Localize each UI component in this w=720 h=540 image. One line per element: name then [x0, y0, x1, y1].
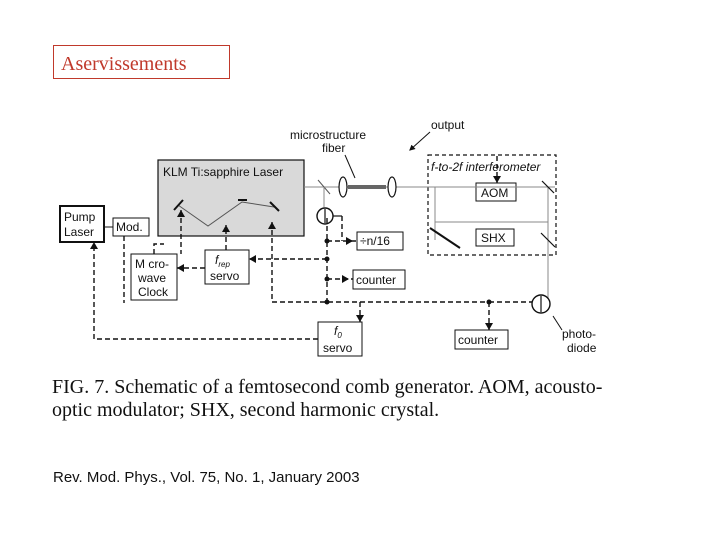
mirror	[541, 180, 555, 194]
pump-laser-label-1: Pump	[64, 210, 96, 224]
slide-title-box: Aservissements	[53, 45, 230, 79]
mod-label: Mod.	[116, 220, 143, 234]
laser-cavity-path	[177, 201, 275, 227]
signal-line	[93, 242, 318, 340]
shx-box	[475, 228, 515, 247]
mirror	[540, 232, 556, 248]
microstructure-label-2: fiber	[322, 141, 345, 155]
klm-laser-label: KLM Ti:sapphire Laser	[163, 165, 283, 179]
f0-servo-box	[317, 321, 363, 357]
output-label: output	[431, 118, 465, 132]
lens-2	[387, 176, 397, 198]
junction-dots	[324, 238, 492, 305]
lens-1	[338, 176, 348, 198]
f2f-interferometer-box	[427, 154, 557, 256]
slide-title: Aservissements	[61, 53, 187, 75]
klm-laser-box	[157, 159, 305, 237]
figure-reference: Rev. Mod. Phys., Vol. 75, No. 1, January…	[53, 469, 360, 486]
shx-label: SHX	[481, 231, 506, 245]
frep-servo-box	[204, 249, 250, 285]
microwave-label-1: M cro-	[135, 257, 169, 271]
photodiode-pointer	[552, 315, 563, 331]
cavity-mirror	[269, 201, 280, 212]
frep-servo-label-2: servo	[210, 269, 240, 283]
prism	[429, 227, 461, 249]
frep-servo-label-1: frep	[215, 253, 230, 269]
pump-laser-label-2: Laser	[64, 225, 94, 239]
divider-label: ÷n/16	[360, 234, 390, 248]
divider-box	[356, 231, 404, 251]
f2f-label: f-to-2f interferometer	[431, 160, 541, 174]
arrow-heads	[90, 176, 501, 330]
fiber-pointer	[344, 154, 356, 179]
microwave-clock-box	[130, 253, 178, 301]
photodiode-label-1: photo-	[562, 327, 596, 341]
signal-line	[153, 243, 164, 254]
figure-caption: FIG. 7. Schematic of a femtosecond comb …	[52, 376, 603, 421]
pump-laser-box	[59, 205, 105, 243]
photodiode-label-2: diode	[567, 341, 597, 355]
counter-right-label: counter	[458, 333, 498, 347]
microstructure-label-1: microstructure	[290, 128, 366, 142]
counter-mid-label: counter	[356, 273, 396, 287]
cavity-mirror	[173, 199, 184, 211]
aom-label: AOM	[481, 186, 508, 200]
f0-servo-label-1: f0	[334, 324, 342, 340]
counter-right-box	[454, 329, 509, 350]
microwave-label-3: Clock	[138, 285, 169, 299]
microwave-label-2: wave	[137, 271, 166, 285]
signal-line	[271, 222, 489, 303]
output-pointer	[409, 131, 431, 151]
f0-servo-label-2: servo	[323, 341, 353, 355]
